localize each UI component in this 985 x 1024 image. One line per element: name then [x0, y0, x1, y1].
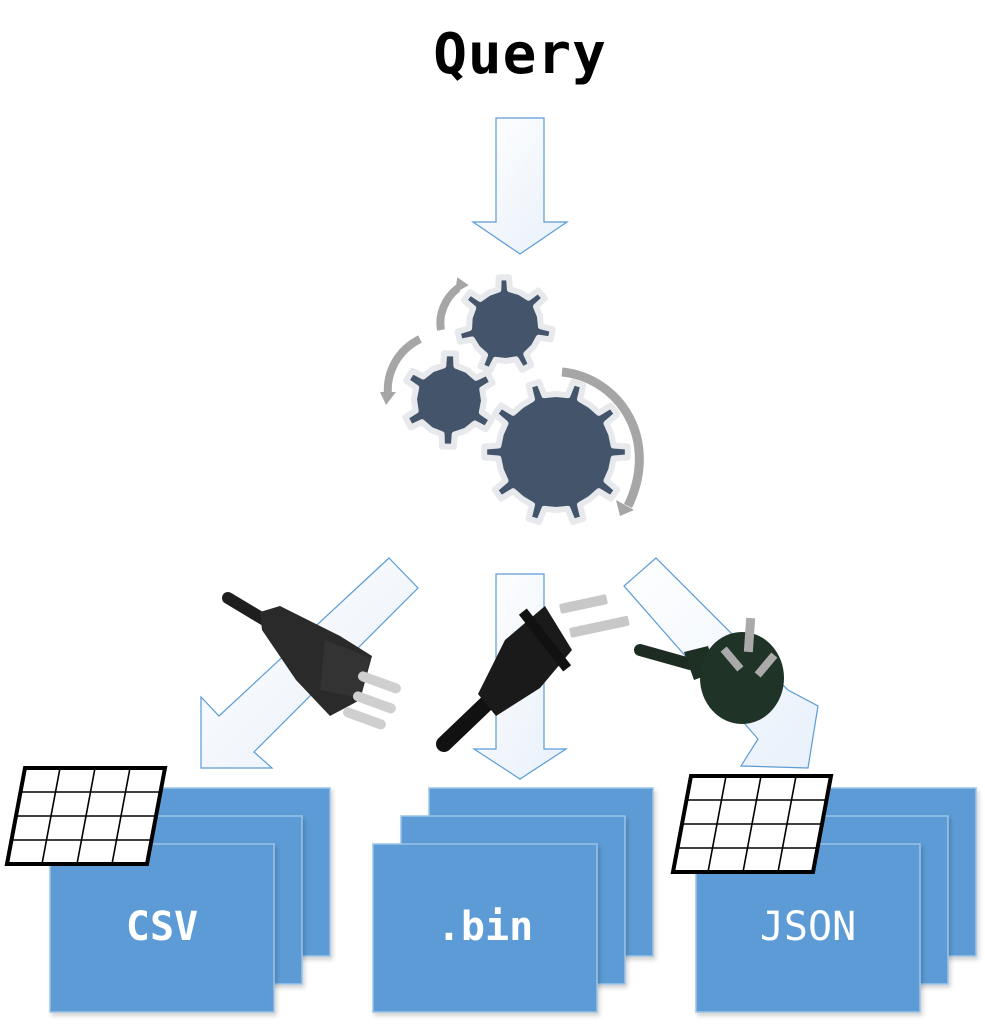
table-icon	[670, 774, 834, 874]
gear-large	[481, 379, 631, 525]
rotation-arrow-right-head	[616, 500, 634, 516]
output-stack-json: JSON	[670, 774, 977, 1013]
output-label: JSON	[760, 904, 856, 950]
rotation-arrow-left	[383, 335, 422, 396]
output-card	[372, 843, 598, 1013]
output-stack-csv: CSV	[4, 766, 331, 1013]
rotation-arrow-top-head	[454, 277, 469, 293]
output-card	[49, 843, 275, 1013]
gears-icon	[380, 274, 644, 525]
output-stack-bin: .bin	[372, 787, 654, 1013]
diagram-title: Query	[433, 22, 607, 87]
rotation-arrow-right	[561, 367, 644, 508]
rotation-arrow-left-head	[380, 392, 396, 405]
gear-left	[402, 350, 496, 450]
gear-top	[454, 274, 556, 374]
output-label: CSV	[126, 904, 198, 950]
table-icon	[4, 766, 168, 866]
type-l-plug-icon	[222, 592, 401, 730]
output-label: .bin	[437, 904, 533, 950]
type-a-plug-icon	[436, 594, 630, 752]
type-i-plug-icon	[634, 617, 784, 724]
query-flow-arrow	[471, 117, 569, 255]
rotation-arrow-top	[436, 284, 461, 331]
